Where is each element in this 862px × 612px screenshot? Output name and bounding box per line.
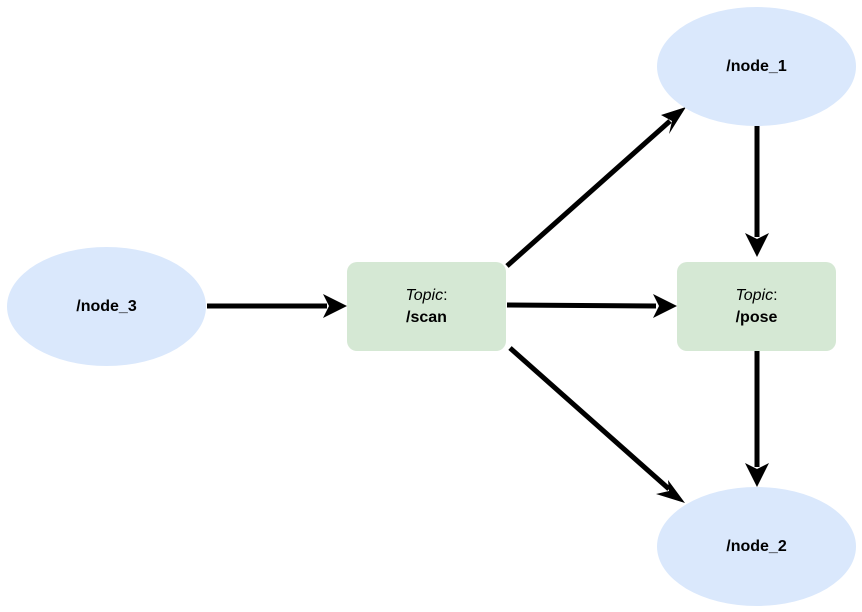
topic-pose-prefix-line: Topic: [735,285,777,307]
topic-scan-prefix-line: Topic: [405,285,447,307]
topic-scan-name: /scan [406,308,447,326]
edge-node3-to-scan [207,294,347,318]
topic-scan-separator: : [443,286,448,304]
node-1-label: /node_1 [726,57,787,75]
node-3-label: /node_3 [76,297,137,315]
node-1: /node_1 [657,7,856,126]
edge-scan-to-node1 [505,107,686,268]
topic-pose-name: /pose [735,308,778,326]
edge-scan-to-node2 [508,346,685,503]
topic-pose-prefix: Topic [735,286,774,304]
topic-pose: Topic: /pose [677,262,836,351]
topic-scan-prefix: Topic [405,286,444,304]
topic-scan: Topic: /scan [347,262,506,351]
node-2: /node_2 [657,487,856,606]
edge-node1-to-pose [745,126,769,257]
edge-pose-to-node2 [745,351,769,487]
node-2-label: /node_2 [726,537,787,555]
topic-pose-separator: : [773,286,778,304]
node-3: /node_3 [7,247,206,366]
edge-scan-to-pose [506,294,677,318]
